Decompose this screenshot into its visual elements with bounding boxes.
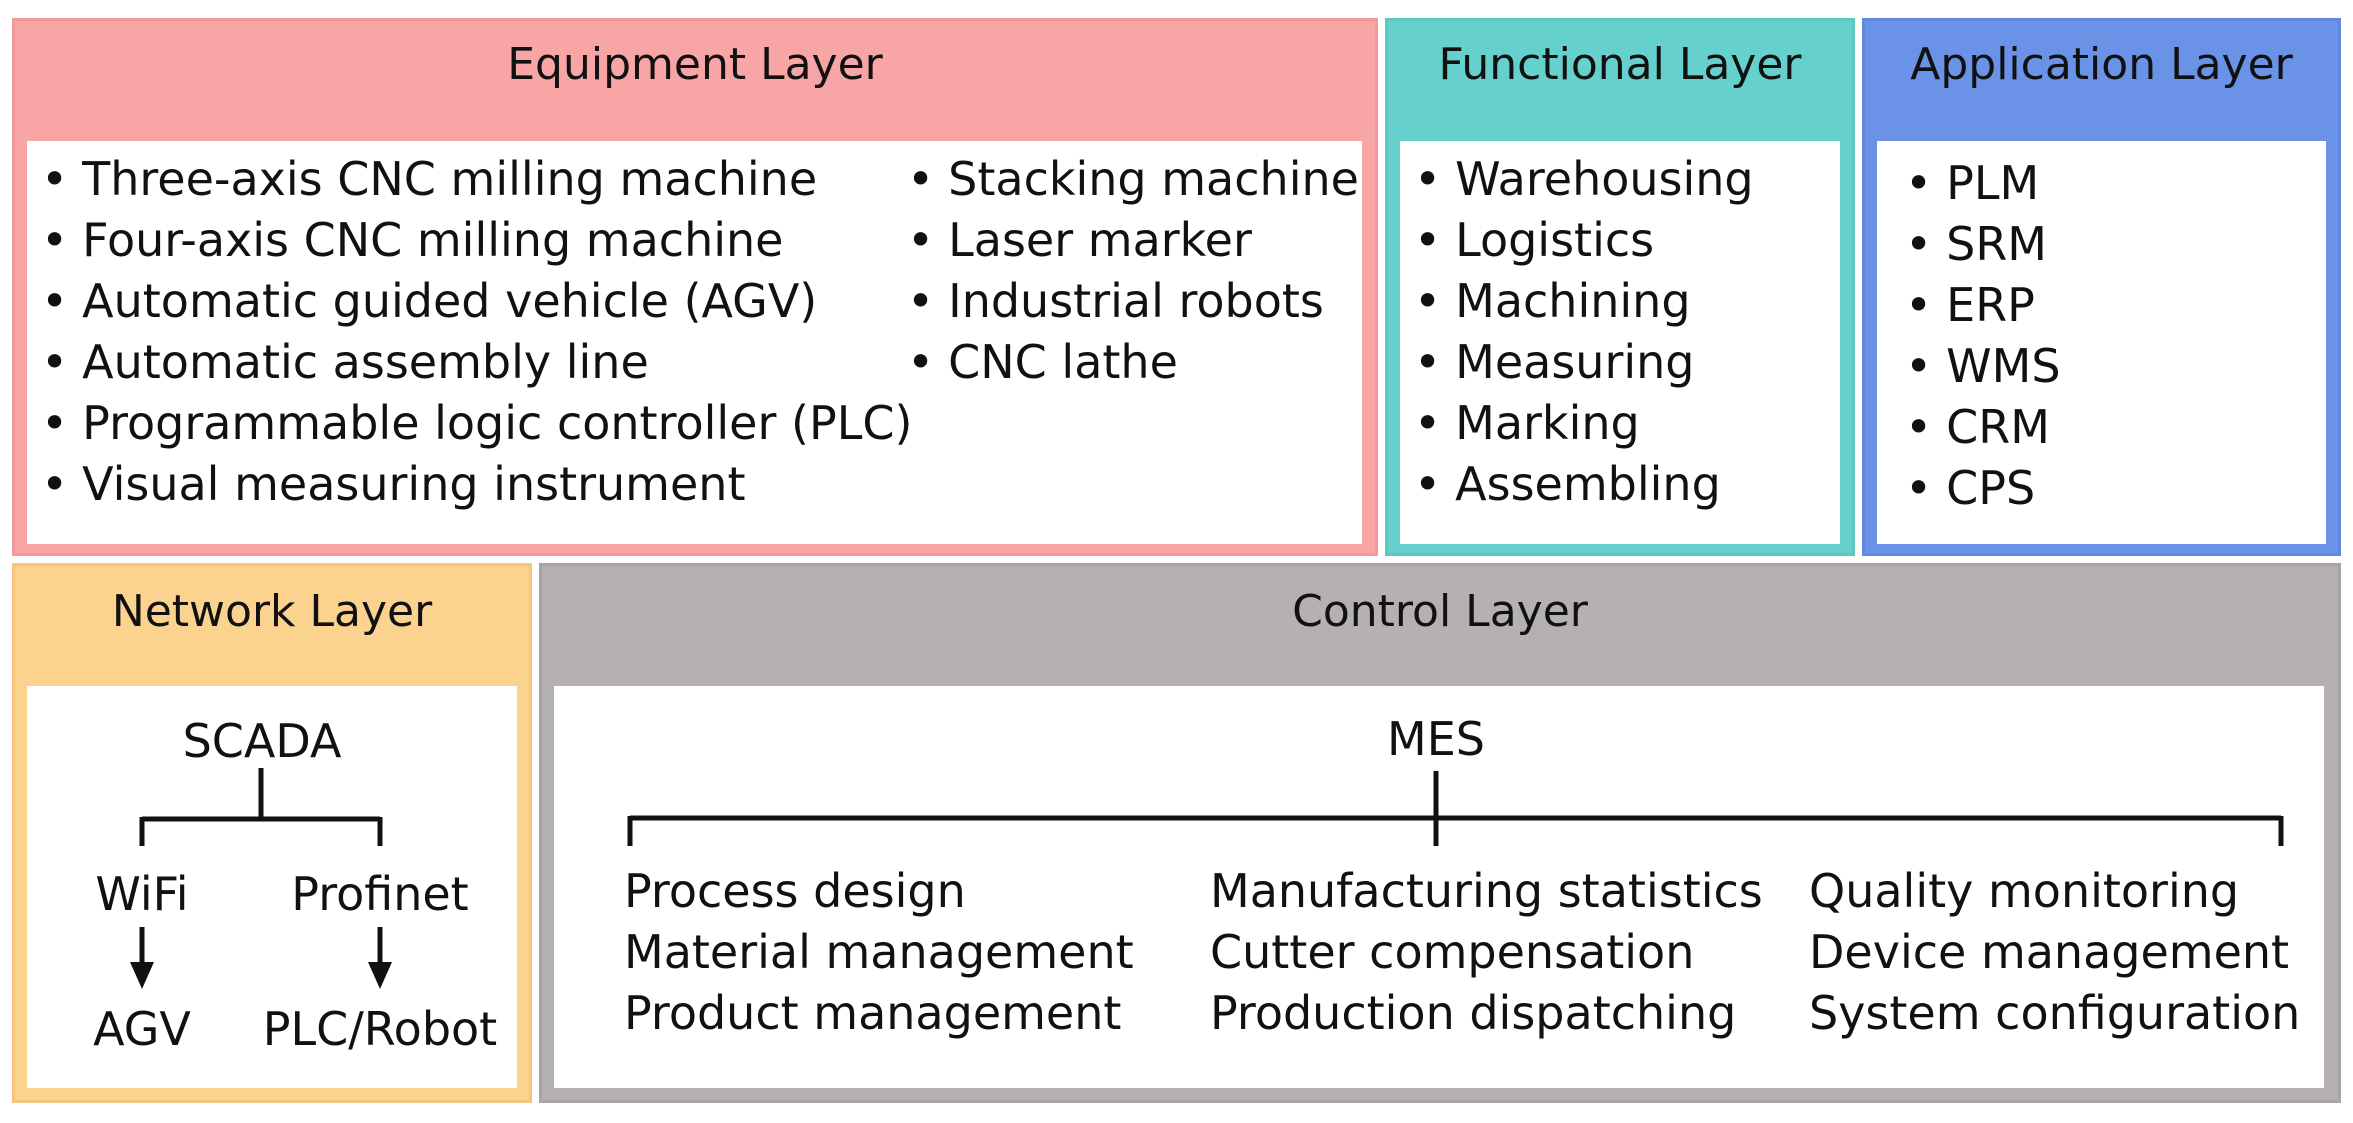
- control-layer-title: Control Layer: [1292, 586, 1588, 637]
- network-layer-panel: Network Layer SCADA WiFi Profinet AGV PL…: [12, 563, 532, 1103]
- functional-layer-title: Functional Layer: [1438, 39, 1802, 90]
- list-item: Device management: [1809, 925, 2290, 979]
- list-item: ERP: [1905, 275, 2061, 336]
- equipment-layer-box: Three-axis CNC milling machine Four-axis…: [27, 141, 1362, 544]
- control-column-1: Process design Material management Produ…: [624, 861, 1134, 1044]
- arrow-down-icon: [368, 962, 392, 989]
- functional-layer-panel: Functional Layer Warehousing Logistics M…: [1385, 18, 1855, 556]
- list-item: Four-axis CNC milling machine: [41, 210, 912, 271]
- application-layer-box: PLM SRM ERP WMS CRM CPS: [1877, 141, 2326, 544]
- control-column-2: Manufacturing statistics Cutter compensa…: [1210, 861, 1763, 1044]
- list-item: SRM: [1905, 214, 2061, 275]
- list-item: Visual measuring instrument: [41, 454, 912, 515]
- wifi-label: WiFi: [95, 867, 189, 921]
- equipment-layer-panel: Equipment Layer Three-axis CNC milling m…: [12, 18, 1378, 556]
- application-layer-panel: Application Layer PLM SRM ERP WMS CRM CP…: [1862, 18, 2341, 556]
- control-layer-box: MES Process design Material management P…: [554, 686, 2324, 1088]
- list-item: System configuration: [1809, 986, 2301, 1040]
- mes-label: MES: [1387, 712, 1485, 766]
- list-item: Three-axis CNC milling machine: [41, 149, 912, 210]
- mes-tree-connectors: [627, 771, 2284, 846]
- list-item: CRM: [1905, 397, 2061, 458]
- agv-label: AGV: [93, 1002, 191, 1056]
- plc-robot-label: PLC/Robot: [262, 1002, 498, 1056]
- application-list: PLM SRM ERP WMS CRM CPS: [1905, 153, 2061, 519]
- list-item: Quality monitoring: [1809, 864, 2240, 918]
- functional-layer-box: Warehousing Logistics Machining Measurin…: [1400, 141, 1840, 544]
- list-item: Programmable logic controller (PLC): [41, 393, 912, 454]
- list-item: Manufacturing statistics: [1210, 864, 1763, 918]
- list-item: Industrial robots: [907, 271, 1359, 332]
- arrow-down-icon: [130, 962, 154, 989]
- list-item: Machining: [1414, 271, 1754, 332]
- equipment-list-left: Three-axis CNC milling machine Four-axis…: [41, 149, 912, 515]
- list-item: Automatic guided vehicle (AGV): [41, 271, 912, 332]
- list-item: Marking: [1414, 393, 1754, 454]
- network-layer-title: Network Layer: [111, 586, 433, 637]
- list-item: CNC lathe: [907, 332, 1359, 393]
- profinet-label: Profinet: [291, 867, 469, 921]
- scada-label: SCADA: [182, 714, 342, 768]
- network-tree-connectors: [130, 768, 392, 989]
- list-item: Logistics: [1414, 210, 1754, 271]
- list-item: Cutter compensation: [1210, 925, 1695, 979]
- list-item: Laser marker: [907, 210, 1359, 271]
- application-layer-title: Application Layer: [1910, 39, 2293, 90]
- equipment-layer-title: Equipment Layer: [507, 39, 883, 90]
- list-item: Assembling: [1414, 454, 1754, 515]
- control-column-3: Quality monitoring Device management Sys…: [1809, 861, 2300, 1044]
- list-item: Measuring: [1414, 332, 1754, 393]
- list-item: Production dispatching: [1210, 986, 1737, 1040]
- list-item: WMS: [1905, 336, 2060, 397]
- list-item: Stacking machine: [907, 149, 1359, 210]
- network-layer-box: SCADA WiFi Profinet AGV PLC/Robot: [27, 686, 517, 1088]
- list-item: Warehousing: [1414, 149, 1753, 210]
- list-item: Process design: [624, 864, 966, 918]
- control-layer-panel: Control Layer MES Process design Materia…: [539, 563, 2341, 1103]
- list-item: Material management: [624, 925, 1134, 979]
- list-item: PLM: [1905, 153, 2061, 214]
- equipment-list-right: Stacking machine Laser marker Industrial…: [907, 149, 1359, 393]
- list-item: CPS: [1905, 458, 2061, 519]
- list-item: Product management: [624, 986, 1122, 1040]
- functional-list: Warehousing Logistics Machining Measurin…: [1414, 149, 1754, 515]
- list-item: Automatic assembly line: [41, 332, 912, 393]
